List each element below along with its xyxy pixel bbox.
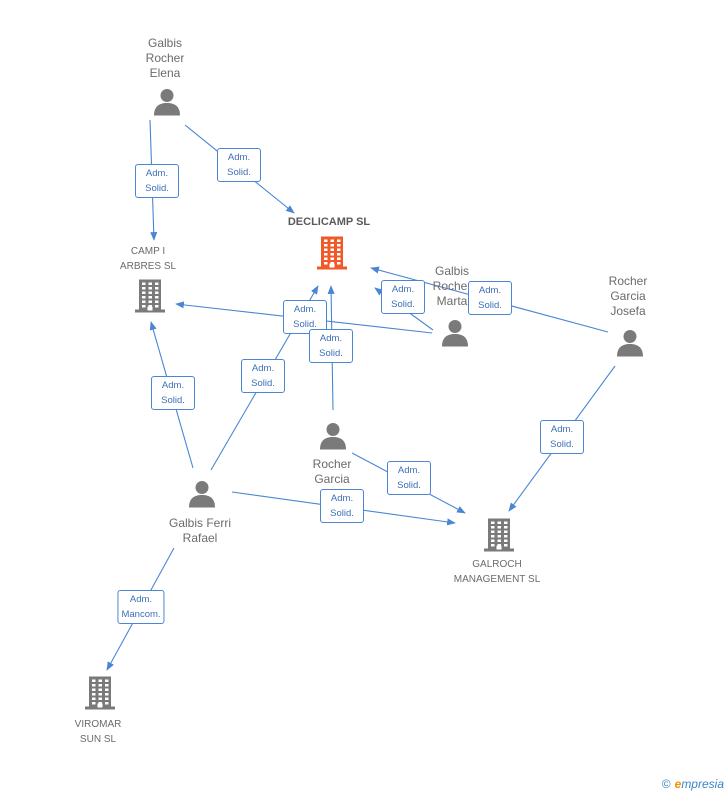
node-label-viromar[interactable]: VIROMAR SUN SL [74, 719, 122, 745]
edge-label-rafael-to-galroch[interactable]: Adm. Solid. [320, 489, 364, 523]
node-label-camp[interactable]: CAMP I ARBRES SL [119, 246, 177, 272]
person-icon[interactable] [188, 480, 216, 513]
edge-label-josefa-to-declicamp[interactable]: Adm. Solid. [468, 281, 512, 315]
edge-label-josefa-to-galroch[interactable]: Adm. Solid. [540, 420, 584, 454]
person-icon[interactable] [441, 319, 469, 352]
brand-name: mpresia [681, 777, 724, 791]
node-label-declicamp[interactable]: DECLICAMP SL [287, 216, 371, 228]
node-label-elena[interactable]: Galbis Rocher Elena [145, 36, 185, 80]
node-label-galroch[interactable]: GALROCH MANAGEMENT SL [453, 559, 541, 585]
building-icon[interactable] [135, 279, 165, 318]
building-icon[interactable] [85, 676, 115, 715]
building-icon[interactable] [317, 236, 347, 275]
edge-label-rafael-to-camp[interactable]: Adm. Solid. [151, 376, 195, 410]
edge-label-elena-to-camp[interactable]: Adm. Solid. [135, 164, 179, 198]
edge-label-marta-to-camp[interactable]: Adm. Solid. [283, 300, 327, 334]
brand-initial: e [674, 777, 682, 791]
edge-label-rocher_c-to-declicamp[interactable]: Adm. Solid. [309, 329, 353, 363]
person-icon[interactable] [319, 422, 347, 455]
edge-label-rocher_c-to-galroch[interactable]: Adm. Solid. [387, 461, 431, 495]
edge-label-marta-to-declicamp[interactable]: Adm. Solid. [381, 280, 425, 314]
edge-label-rafael-to-declicamp[interactable]: Adm. Solid. [241, 359, 285, 393]
edge-label-rafael-to-viromar[interactable]: Adm. Mancom. [117, 590, 165, 624]
node-label-marta[interactable]: Galbis Rocher Marta [432, 264, 472, 308]
person-icon[interactable] [616, 329, 644, 362]
person-icon[interactable] [153, 88, 181, 121]
building-icon[interactable] [484, 518, 514, 557]
node-label-josefa[interactable]: Rocher Garcia Josefa [608, 274, 648, 318]
empresia-watermark[interactable]: ©empresia [662, 777, 724, 791]
node-label-rafael[interactable]: Galbis Ferri Rafael [168, 516, 232, 545]
copyright-symbol: © [661, 777, 671, 791]
edge-label-elena-to-declicamp[interactable]: Adm. Solid. [217, 148, 261, 182]
